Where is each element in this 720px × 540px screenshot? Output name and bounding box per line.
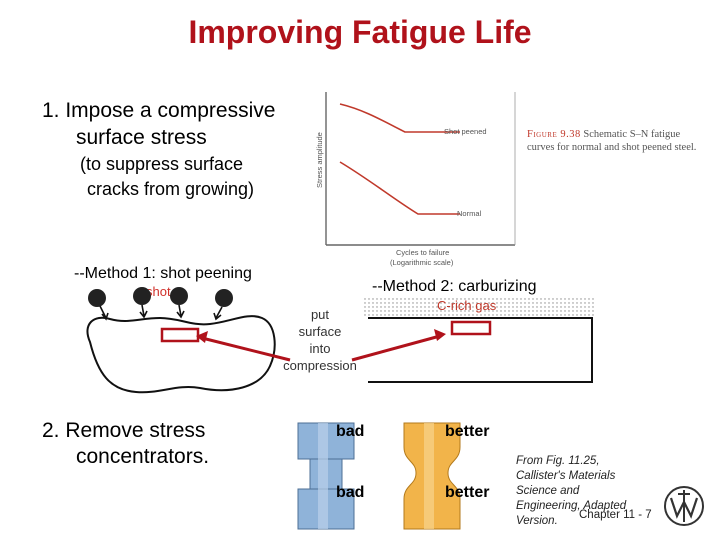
credit-line-3: Science and	[516, 485, 580, 497]
sn-graph: Shot peened Normal Stress amplitude Cycl…	[310, 88, 525, 273]
label-bad-bottom: bad	[336, 484, 365, 501]
shot-ball-1	[88, 289, 106, 307]
logo-icon	[664, 486, 704, 526]
point1-sub1: (to suppress surface	[80, 154, 244, 174]
shot-peening-diagram	[86, 287, 276, 394]
graph-xlabel-1: Cycles to failure	[396, 248, 449, 257]
gas-layer	[364, 296, 596, 318]
label-better-bottom: better	[445, 484, 490, 501]
slide-title: Improving Fatigue Life	[188, 14, 532, 50]
curve-top-label: Shot peened	[444, 127, 487, 136]
carburizing-diagram	[364, 296, 596, 383]
chapter-number: Chapter 11 - 7	[579, 509, 652, 521]
point2-line2: concentrators.	[76, 445, 210, 468]
figure-caption-text2: curves for normal and shot peened steel.	[527, 142, 697, 153]
compression-bar-1	[160, 327, 200, 343]
note-line-2: surface	[298, 324, 342, 339]
shot-label: shot	[146, 284, 171, 299]
figure-credit: From Fig. 11.25, Callister's Materials S…	[516, 454, 646, 529]
point1-sub2: cracks from growing)	[87, 179, 255, 199]
shot-ball-4	[215, 289, 233, 307]
point2-line1: 2. Remove stress	[42, 419, 206, 442]
arrow-to-bar-2	[351, 329, 446, 362]
compression-note: put surface into compression	[280, 306, 360, 374]
shot-ball-3	[170, 287, 188, 305]
shot-ball-2	[133, 287, 151, 305]
curve-normal	[339, 161, 460, 215]
curve-bottom-label: Normal	[457, 209, 482, 218]
graph-ylabel: Stress amplitude	[315, 132, 324, 188]
note-line-3: into	[309, 341, 331, 356]
note-line-4: compression	[283, 358, 357, 373]
graph-xlabel-2: (Logarithmic scale)	[390, 258, 454, 267]
figure-caption-text1: Schematic S–N fatigue	[583, 129, 681, 140]
arrow-to-bar-1	[196, 331, 291, 362]
note-line-1: put	[310, 307, 330, 322]
point1-line2: surface stress	[76, 126, 207, 149]
carburized-part	[368, 317, 593, 383]
part-outline	[86, 315, 276, 394]
method1-label: --Method 1: shot peening	[74, 265, 252, 282]
curve-shot-peened	[339, 103, 460, 133]
point1-line1: 1. Impose a compressive	[42, 99, 276, 122]
credit-line-1: From Fig. 11.25,	[516, 455, 600, 467]
shaft-bad	[297, 422, 355, 530]
figure-number: Figure 9.38	[527, 129, 581, 140]
shaft-better	[403, 422, 461, 530]
credit-line-2: Callister's Materials	[516, 470, 616, 482]
compression-bar-2	[450, 320, 492, 336]
gas-label: C-rich gas	[437, 298, 497, 313]
label-better-top: better	[445, 423, 490, 440]
method2-label: --Method 2: carburizing	[372, 278, 537, 295]
credit-line-4: Engineering, Adapted	[516, 500, 627, 512]
label-bad-top: bad	[336, 423, 365, 440]
figure-caption: Figure 9.38 Schematic S–N fatigue curves…	[527, 128, 717, 154]
credit-line-5: Version.	[516, 515, 558, 527]
